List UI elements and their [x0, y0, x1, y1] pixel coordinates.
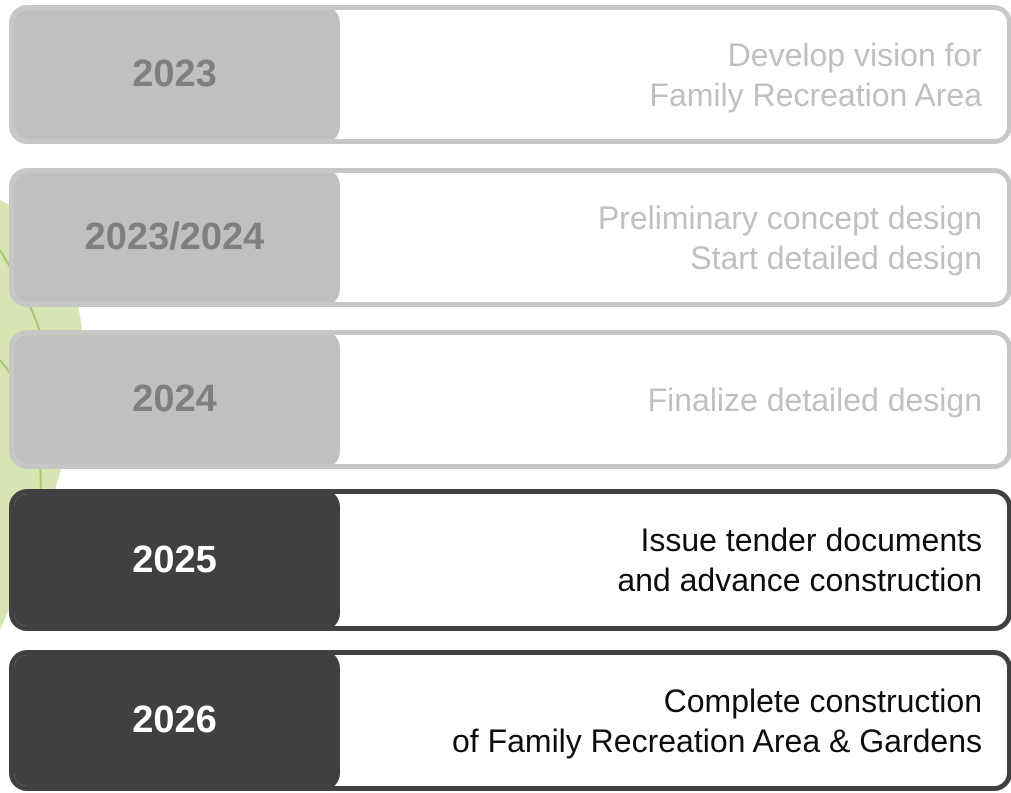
year-label: 2023/2024: [14, 173, 340, 302]
milestone-description: Complete construction of Family Recreati…: [344, 655, 982, 786]
milestone-row: 2024 Finalize detailed design: [9, 330, 1011, 469]
year-label: 2023: [14, 10, 340, 139]
description-line: Complete construction: [663, 682, 982, 719]
milestone-description: Finalize detailed design: [344, 335, 982, 464]
year-label: 2025: [14, 494, 340, 626]
milestone-description: Develop vision for Family Recreation Are…: [344, 10, 982, 139]
description-line: of Family Recreation Area & Gardens: [451, 722, 982, 759]
year-label: 2026: [14, 655, 340, 786]
description-line: Preliminary concept design: [597, 199, 982, 236]
milestone-row: 2023 Develop vision for Family Recreatio…: [9, 5, 1011, 144]
description-line: Develop vision for: [727, 36, 982, 73]
description-line: Start detailed design: [690, 239, 982, 276]
description-line: Finalize detailed design: [647, 381, 982, 418]
description-line: Issue tender documents: [640, 522, 982, 558]
description-line: and advance construction: [617, 562, 982, 598]
description-line: Family Recreation Area: [649, 76, 982, 113]
milestone-description: Preliminary concept design Start detaile…: [344, 173, 982, 302]
milestone-row: 2025 Issue tender documents and advance …: [9, 489, 1011, 631]
year-label: 2024: [14, 335, 340, 464]
milestone-description: Issue tender documents and advance const…: [344, 494, 982, 626]
milestone-row: 2023/2024 Preliminary concept design Sta…: [9, 168, 1011, 307]
milestone-row: 2026 Complete construction of Family Rec…: [9, 650, 1011, 791]
